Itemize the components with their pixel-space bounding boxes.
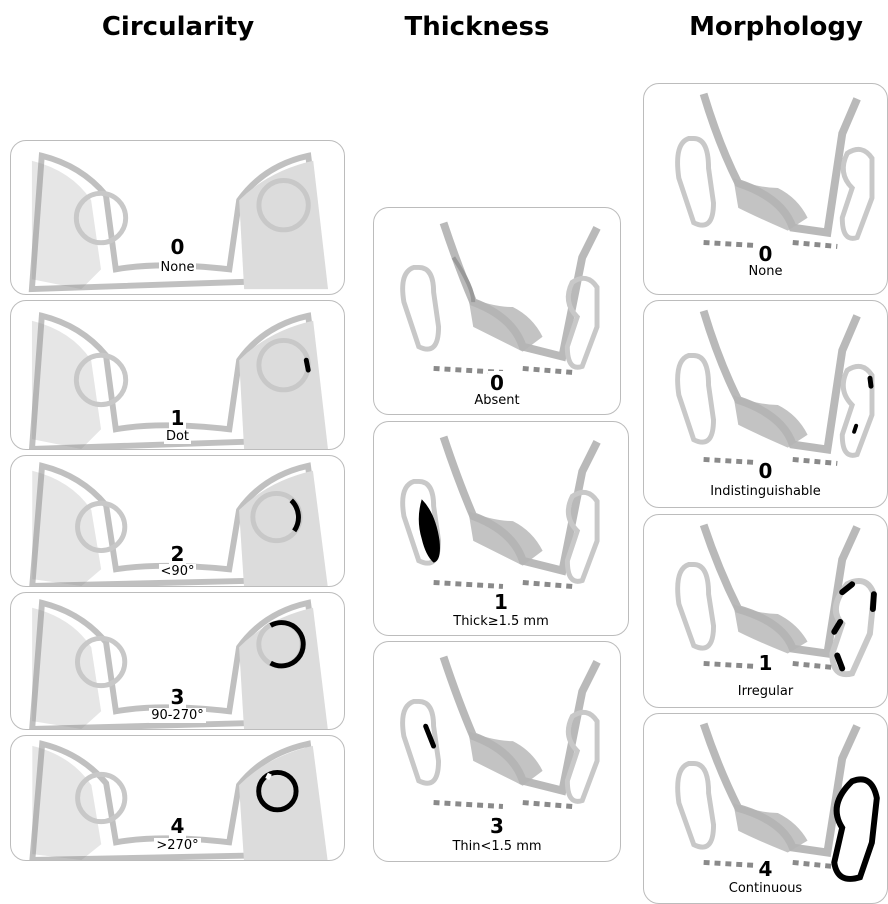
- score-value: 1: [11, 408, 344, 428]
- score-value: 0: [644, 461, 887, 481]
- morphology-panel-1: 0 Indistinguishable: [643, 300, 888, 508]
- circularity-panel-3: 3 90-270°: [10, 592, 345, 730]
- score-value: 2: [11, 544, 344, 564]
- score-label: Indistinguishable: [644, 485, 887, 499]
- score-value: 1: [374, 592, 628, 612]
- score-value: 0: [374, 373, 620, 393]
- score-label: None: [11, 261, 344, 275]
- score-value: 3: [374, 816, 620, 836]
- column-title-morphology: Morphology: [646, 12, 888, 42]
- morphology-panel-0: 0 None: [643, 83, 888, 295]
- score-value: 4: [11, 816, 344, 836]
- score-value: 0: [644, 244, 887, 264]
- score-label: <90°: [11, 565, 344, 579]
- score-label: Dot: [11, 430, 344, 444]
- score-value: 1: [644, 653, 887, 673]
- column-title-thickness: Thickness: [347, 12, 607, 42]
- circularity-panel-2: 2 <90°: [10, 455, 345, 587]
- thickness-panel-2: 3 Thin<1.5 mm: [373, 641, 621, 862]
- score-label: >270°: [11, 839, 344, 853]
- score-label: 90-270°: [11, 709, 344, 723]
- score-label: Continuous: [644, 882, 887, 896]
- circularity-panel-1: 1 Dot: [10, 300, 345, 450]
- score-label: Thick≥1.5 mm: [374, 615, 628, 629]
- thickness-panel-1: 1 Thick≥1.5 mm: [373, 421, 629, 636]
- morphology-panel-3: 4 Continuous: [643, 713, 888, 904]
- column-title-circularity: Circularity: [48, 12, 308, 42]
- score-value: 0: [11, 237, 344, 257]
- score-value: 4: [644, 859, 887, 879]
- thickness-panel-0: 0 Absent: [373, 207, 621, 415]
- circularity-panel-0: 0 None: [10, 140, 345, 295]
- ct-crosssection-image: [644, 515, 887, 707]
- score-label: None: [644, 265, 887, 279]
- morphology-panel-2: 1 Irregular: [643, 514, 888, 708]
- score-label: Thin<1.5 mm: [374, 840, 620, 854]
- circularity-panel-4: 4 >270°: [10, 735, 345, 861]
- score-value: 3: [11, 687, 344, 707]
- score-label: Absent: [374, 394, 620, 408]
- score-label: Irregular: [644, 685, 887, 699]
